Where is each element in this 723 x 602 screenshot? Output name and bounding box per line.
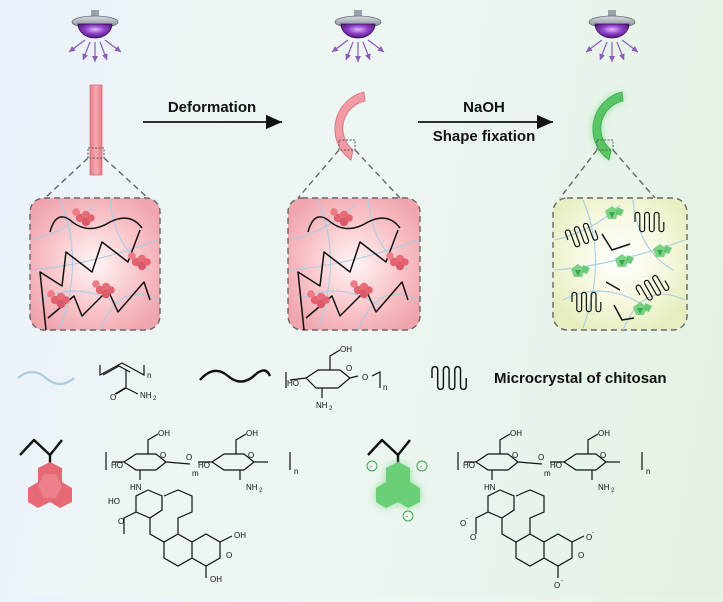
svg-text:OH: OH [210,575,222,584]
svg-text:2: 2 [329,406,333,412]
svg-text:NH: NH [140,391,152,400]
svg-text:OH: OH [598,429,610,438]
svg-text:O: O [538,453,544,462]
svg-text:OH: OH [158,429,170,438]
deformation-arrow: Deformation [143,99,282,130]
svg-text:-: - [370,464,372,470]
fluorescent-curved-sample-icon [592,91,624,161]
svg-text:OH: OH [234,531,246,540]
legend-pam-wave [17,370,75,386]
pink-monomer-structure: OH OH HO HO O O O m n NH 2 HN HO O OH O … [105,429,298,584]
curved-sample-icon [334,91,366,161]
network-panel-1 [29,197,161,331]
svg-text:O: O [470,533,476,542]
svg-text:n: n [646,467,650,476]
svg-text:n: n [147,371,151,380]
network-panel-3 [552,197,688,331]
svg-text:HO: HO [287,379,299,388]
svg-text:NH: NH [316,401,328,410]
svg-text:HO: HO [198,461,210,470]
microcrystal-label: Microcrystal of chitosan [494,370,667,387]
svg-text:-: - [561,578,563,584]
svg-text:O: O [512,451,518,460]
svg-text:O: O [346,364,352,373]
svg-text:O: O [248,451,254,460]
svg-text:HO: HO [108,497,120,506]
chitosan-unit-structure: OH HO O O n NH 2 [285,345,387,412]
svg-text:O: O [578,551,584,560]
naoh-arrow: NaOH Shape fixation [418,99,553,145]
fluorophore-icon-pink [19,438,72,508]
svg-text:2: 2 [611,488,615,494]
naoh-label: NaOH [463,99,505,116]
svg-text:HN: HN [484,483,496,492]
svg-text:HO: HO [463,461,475,470]
fluorophore-icon-green: - - - [366,438,428,522]
svg-text:O: O [118,517,124,526]
legend-microcrystal-icon [431,365,467,391]
svg-text:O: O [554,581,560,590]
zoom-lines [44,149,656,199]
svg-text:O: O [460,519,466,528]
svg-text:2: 2 [259,488,263,494]
svg-text:n: n [383,383,387,392]
legend-chitosan-wave [199,369,272,383]
svg-text:OH: OH [510,429,522,438]
uv-lamp-icon-1 [69,9,121,62]
svg-text:O: O [362,373,368,382]
svg-text:-: - [406,514,408,520]
svg-text:O: O [110,393,116,402]
svg-text:HO: HO [550,461,562,470]
svg-text:HN: HN [130,483,142,492]
svg-text:O: O [160,451,166,460]
svg-text:-: - [592,530,594,536]
svg-text:O: O [586,533,592,542]
green-monomer-structure: OH OH HO HO O O O m n NH 2 HN O - O O - … [457,429,650,590]
svg-text:O: O [186,453,192,462]
deformation-label: Deformation [168,99,256,116]
svg-text:m: m [544,469,551,478]
svg-text:m: m [192,469,199,478]
svg-text:HO: HO [111,461,123,470]
svg-text:2: 2 [153,396,157,402]
strip-sample-icon [87,84,105,176]
shape-fixation-label: Shape fixation [433,128,536,145]
svg-text:O: O [600,451,606,460]
uv-lamp-icon-3 [586,9,638,62]
polyacrylamide-structure: n O NH 2 [99,362,157,402]
svg-text:OH: OH [340,345,352,354]
svg-text:OH: OH [246,429,258,438]
svg-text:NH: NH [598,483,610,492]
svg-text:-: - [420,464,422,470]
svg-text:O: O [226,551,232,560]
network-panel-2 [287,197,421,331]
svg-text:-: - [466,516,468,522]
svg-text:NH: NH [246,483,258,492]
uv-lamp-icon-2 [332,9,384,62]
svg-text:n: n [294,467,298,476]
